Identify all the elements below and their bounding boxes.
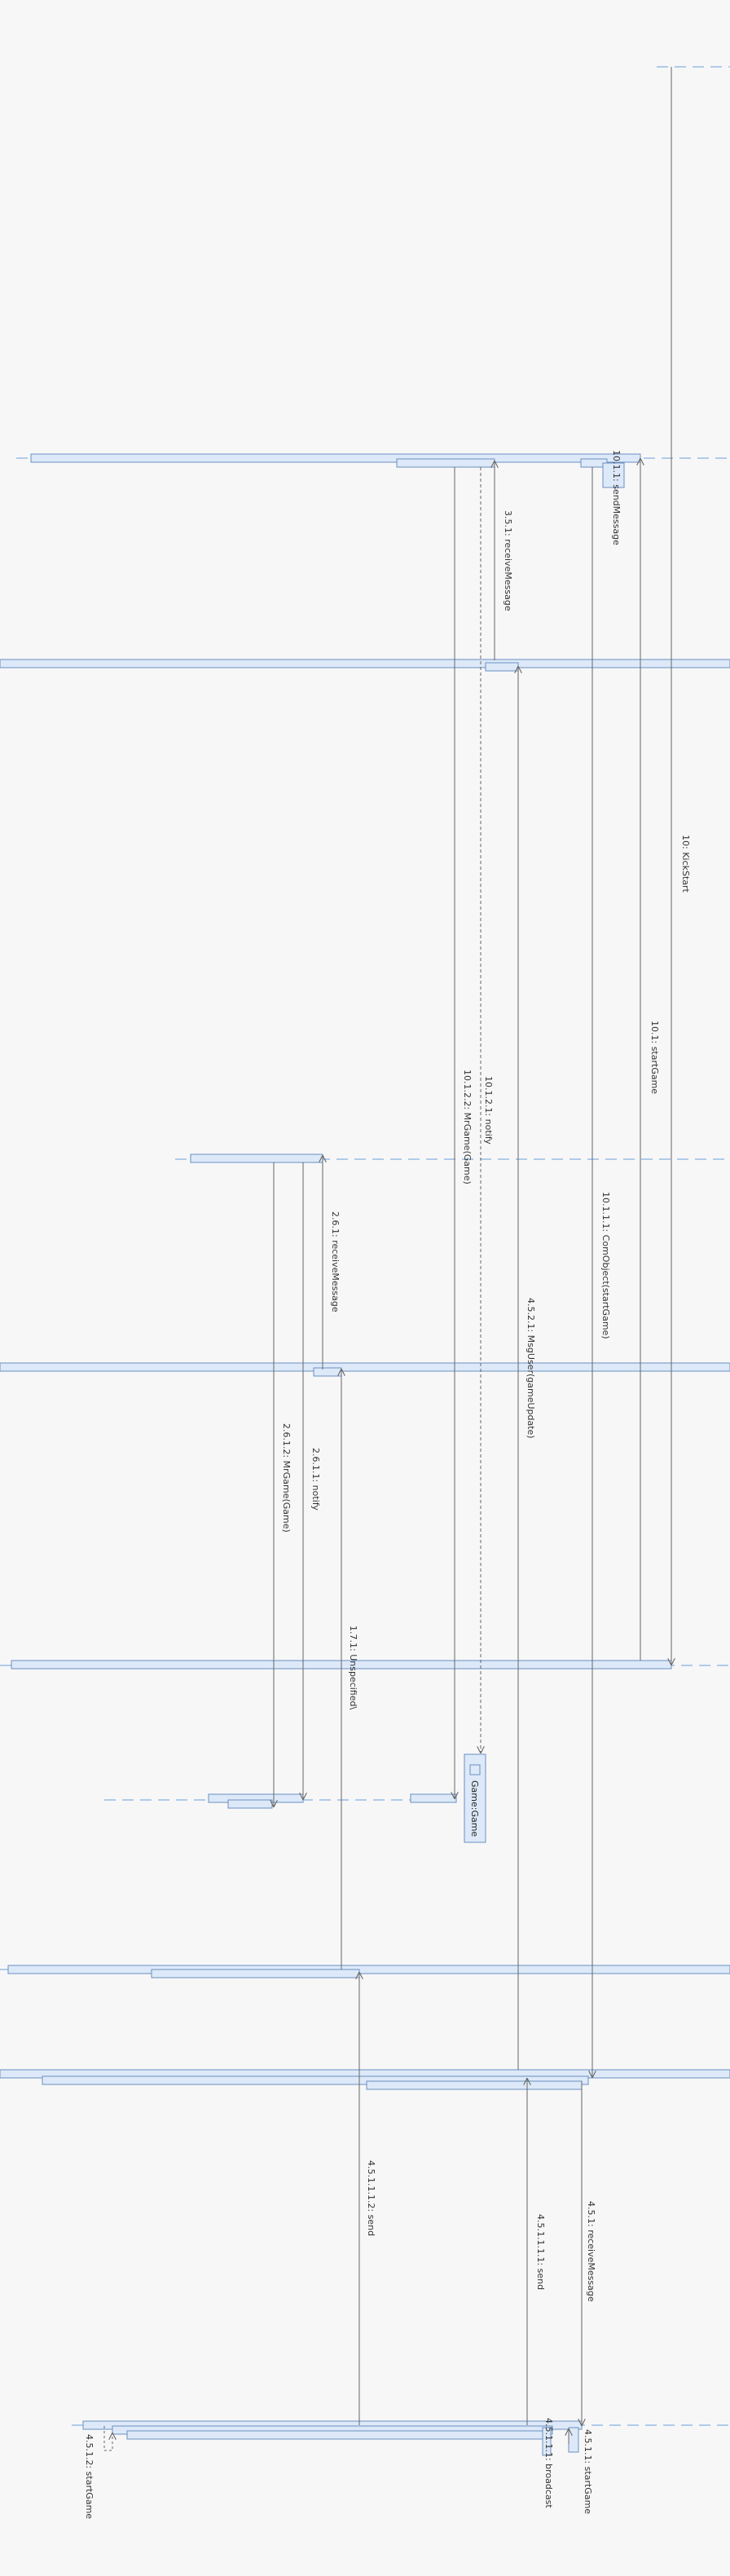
messages: [103, 67, 671, 2451]
msg-label: 10: KickStart: [680, 835, 691, 893]
msg-line-4-5-1-2: [103, 2426, 112, 2451]
object-label: Game:Game: [469, 1780, 480, 1837]
msg-label: 10.1.2.1: notify: [483, 1076, 494, 1145]
msg-label: 10.1.2.2: MrGame(Game): [462, 1070, 473, 1184]
activation-bar: [0, 1362, 730, 1372]
msg-label: 1.7.1: Unspecified\: [348, 1625, 358, 1709]
object-icon: [469, 1764, 481, 1775]
message-labels: 10: KickStart 10.1: startGame 10.1.1: se…: [84, 450, 691, 2519]
msg-label: 4.5.1.1.1.1: send: [535, 2214, 546, 2290]
msg-label: 10.1: startGame: [649, 1021, 660, 1094]
activation-bar: [568, 2427, 579, 2453]
msg-label: 4.5.1: receiveMessage: [586, 2201, 596, 2302]
activation-bar: [42, 2075, 589, 2085]
msg-label: 2.6.1.1: notify: [310, 1448, 321, 1511]
msg-label: 4.5.1.1.1.2: send: [366, 2160, 376, 2236]
activation-bar: [30, 453, 641, 463]
msg-label: 4.5.1.1.1: broadcast: [543, 2418, 554, 2508]
activation-bar: [602, 462, 625, 488]
activation-bar: [485, 662, 519, 672]
activation-bar: [190, 1153, 323, 1163]
msg-label: 10.1.1.1: ComObject(startGame): [600, 1192, 611, 1339]
activation-bar: [542, 2427, 552, 2456]
msg-label: 4.5.2.1: MsgUser(gameUpdate): [526, 1298, 536, 1439]
msg-label: 4.5.1.2: startGame: [84, 2434, 95, 2519]
activation-bar: [227, 1799, 273, 1809]
activation-bar: [7, 1965, 730, 1974]
activation-bar: [0, 659, 730, 668]
object-game: Game:Game: [464, 1753, 486, 1843]
msg-label: 2.6.1: receiveMessage: [330, 1211, 341, 1312]
msg-label: 3.5.1: receiveMessage: [503, 510, 513, 611]
activation-bar: [313, 1367, 342, 1377]
activation-bar: [366, 2080, 583, 2090]
msg-label: 2.6.1.2: MrGame(Game): [281, 1423, 292, 1533]
msg-label: 10.1.1: sendMessage: [611, 450, 622, 545]
activations: [0, 453, 730, 2456]
activation-bar: [151, 1969, 360, 1978]
msg-label: 4.5.1.1: startGame: [583, 2429, 593, 2514]
activation-bar: [396, 458, 495, 468]
activation-bar: [126, 2430, 552, 2440]
activation-bar: [410, 1793, 457, 1803]
object-box: [464, 1753, 486, 1843]
